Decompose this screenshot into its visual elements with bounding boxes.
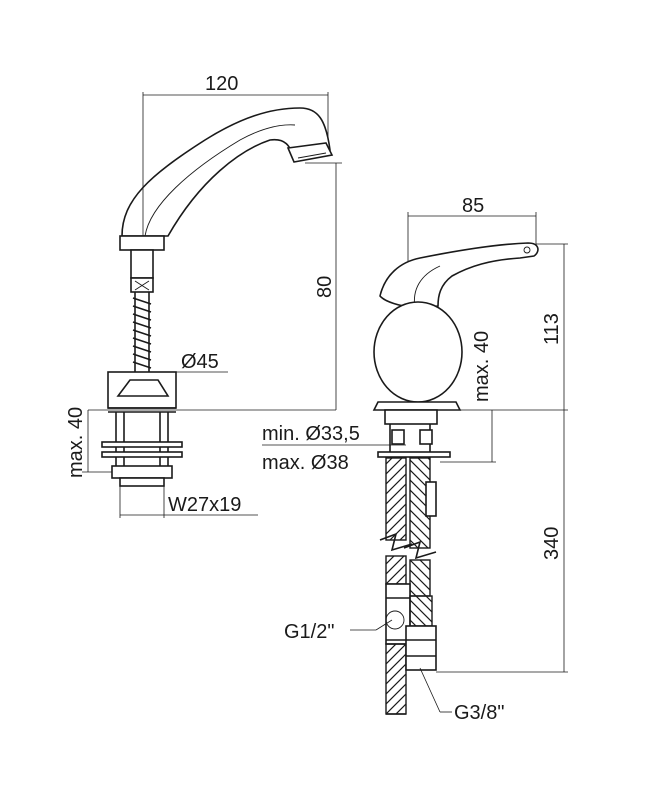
- mixer-assembly: [372, 242, 539, 458]
- spout-assembly: [88, 107, 336, 487]
- spout-body: [121, 107, 331, 237]
- dim-spout-height: 80: [314, 276, 336, 298]
- spout-dimensions: 120 80 Ø45 max. 40 W27x19: [65, 73, 342, 518]
- fitting-g38: [405, 625, 437, 671]
- spout-neck: [130, 249, 154, 279]
- dim-right-max-thickness: max. 40: [471, 331, 493, 402]
- dim-base-diameter: Ø45: [181, 351, 219, 373]
- dim-mixer-height: 113: [541, 313, 563, 345]
- dim-mixer-width: 85: [462, 195, 484, 217]
- dim-spout-width: 120: [205, 73, 238, 95]
- dim-max-hole: max. Ø38: [262, 452, 349, 474]
- dim-thread: W27x19: [168, 494, 241, 516]
- dim-min-hole: min. Ø33,5: [262, 423, 360, 445]
- mixer-body: [373, 301, 463, 403]
- spout-aerator: [286, 142, 334, 163]
- mixer-dimensions: 85 113 max. 40 min. Ø33,5 max. Ø38 340 G…: [262, 195, 568, 724]
- flexible-hoses: [379, 457, 437, 715]
- mounting-body: [101, 371, 183, 487]
- dim-hose-length: 340: [541, 527, 563, 560]
- spout-collar: [119, 235, 165, 251]
- mixer-base: [372, 401, 462, 411]
- label-g38: G3/8": [454, 702, 504, 724]
- mixer-lever: [379, 242, 539, 309]
- label-g12: G1/2": [284, 621, 334, 643]
- threaded-rod: [132, 292, 152, 372]
- dim-left-max-thickness: max. 40: [65, 407, 87, 478]
